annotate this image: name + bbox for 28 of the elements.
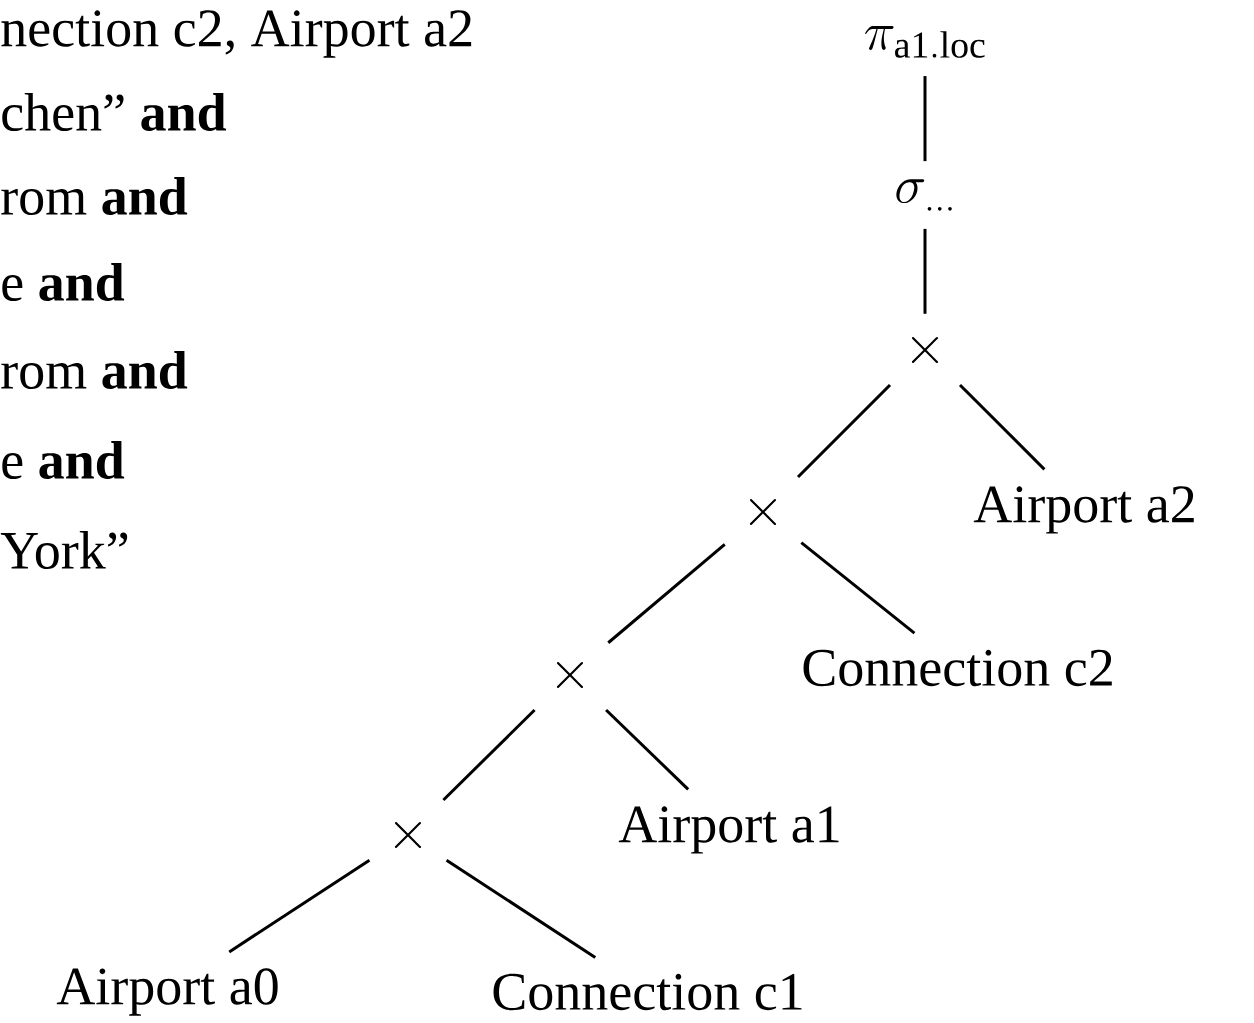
operator-symbol: $\times$ <box>749 499 776 525</box>
query-text-line: e and <box>2 441 125 479</box>
operator-symbol: $\times$ <box>394 822 421 848</box>
query-text-line: rom and <box>1 351 188 389</box>
tree-edge <box>923 228 927 314</box>
relation-label: Airport a1 <box>618 806 839 854</box>
tree-edge <box>605 708 690 791</box>
tree-edge <box>228 858 371 954</box>
relation-label: Connection c2 <box>803 649 1112 687</box>
operator-symbol: $\sigma_{\dots}$ <box>896 179 952 211</box>
tree-edge <box>607 543 726 644</box>
operator-symbol: $\times$ <box>556 662 583 688</box>
tree-edge <box>445 858 597 959</box>
operator-symbol: $\times$ <box>911 337 938 363</box>
query-text-line: chen” and <box>2 93 227 131</box>
tree-edge <box>923 76 927 162</box>
query-text-line: nection c2, Airport a2 <box>1 10 472 58</box>
tree-edge <box>800 541 916 635</box>
tree-edge <box>796 383 892 479</box>
operator-symbol: $\pi_{\mathrm{a1.loc}}$ <box>865 26 985 58</box>
relation-label: Connection c1 <box>493 973 802 1011</box>
query-text-line: e and <box>2 263 125 301</box>
relation-label: Airport a2 <box>973 486 1194 534</box>
tree-edge <box>442 708 536 802</box>
tree-edge <box>958 383 1046 471</box>
relation-label: Airport a0 <box>56 968 278 1016</box>
query-text-line: rom and <box>1 177 188 215</box>
query-text-line: York” <box>0 531 128 569</box>
